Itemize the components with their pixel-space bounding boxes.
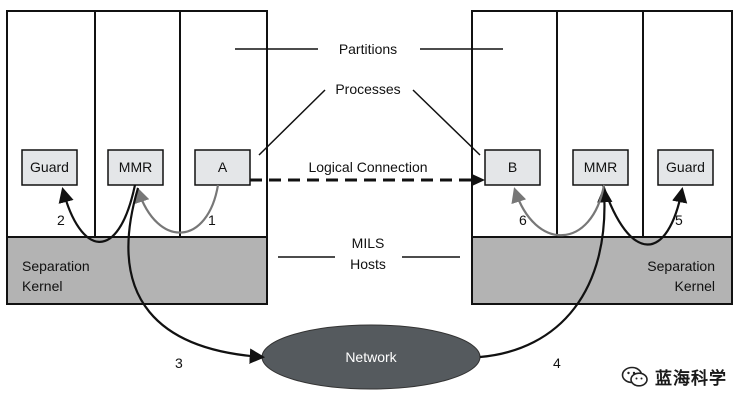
flow-arrow-4: [479, 186, 613, 359]
step-4-label: 4: [553, 355, 561, 371]
right-separation-kernel: [471, 236, 733, 305]
flow-arrow-2: [58, 184, 137, 243]
watermark-text: 蓝海科学: [655, 369, 727, 389]
center-callouts: Partitions Processes Logical Connection …: [235, 41, 503, 272]
process-b: [484, 149, 541, 186]
left-guard-label: Guard: [30, 159, 69, 175]
flow-step-numbers: 1 2 3 4 5 6: [57, 212, 683, 371]
network-node: Network: [261, 324, 481, 390]
left-guard-process: [21, 149, 78, 186]
step-2-label: 2: [57, 212, 65, 228]
left-mils-host: Separation Kernel Guard MMR A: [6, 10, 268, 305]
message-flow-arrows: [58, 184, 688, 364]
watermark: 蓝海科学: [621, 364, 727, 389]
process-a-label: A: [218, 159, 228, 175]
mils-label-line1: MILS: [352, 235, 385, 251]
right-kernel-label-line2: Kernel: [675, 278, 715, 294]
right-guard-process: [657, 149, 714, 186]
logical-connection-label: Logical Connection: [308, 159, 427, 175]
right-guard-label: Guard: [666, 159, 705, 175]
step-1-label: 1: [208, 212, 216, 228]
processes-leader-left: [258, 89, 326, 156]
flow-arrow-6: [511, 184, 606, 237]
right-mmr-process: [572, 149, 629, 186]
processes-label: Processes: [335, 81, 400, 97]
right-kernel-label-line1: Separation: [647, 258, 715, 274]
process-a: [194, 149, 251, 186]
flow-arrow-1: [134, 184, 220, 234]
right-mils-host: Separation Kernel B MMR Guard: [471, 10, 733, 305]
step-3-label: 3: [175, 355, 183, 371]
process-b-label: B: [508, 159, 517, 175]
left-kernel-label-line1: Separation: [22, 258, 90, 274]
left-kernel-label-line2: Kernel: [22, 278, 62, 294]
network-label: Network: [345, 349, 397, 365]
left-host-partition-area: [6, 10, 268, 238]
flow-arrow-3: [127, 187, 266, 364]
right-host-partition-area: [471, 10, 733, 238]
wechat-icon: [621, 366, 648, 387]
mils-label-line2: Hosts: [350, 256, 386, 272]
left-mmr-label: MMR: [119, 159, 152, 175]
logical-connection-arrowhead: [472, 174, 485, 186]
flow-arrow-5: [601, 184, 688, 246]
processes-leader-right: [412, 89, 481, 156]
right-mmr-label: MMR: [584, 159, 617, 175]
left-mmr-process: [107, 149, 164, 186]
partitions-label: Partitions: [339, 41, 397, 57]
step-6-label: 6: [519, 212, 527, 228]
step-5-label: 5: [675, 212, 683, 228]
